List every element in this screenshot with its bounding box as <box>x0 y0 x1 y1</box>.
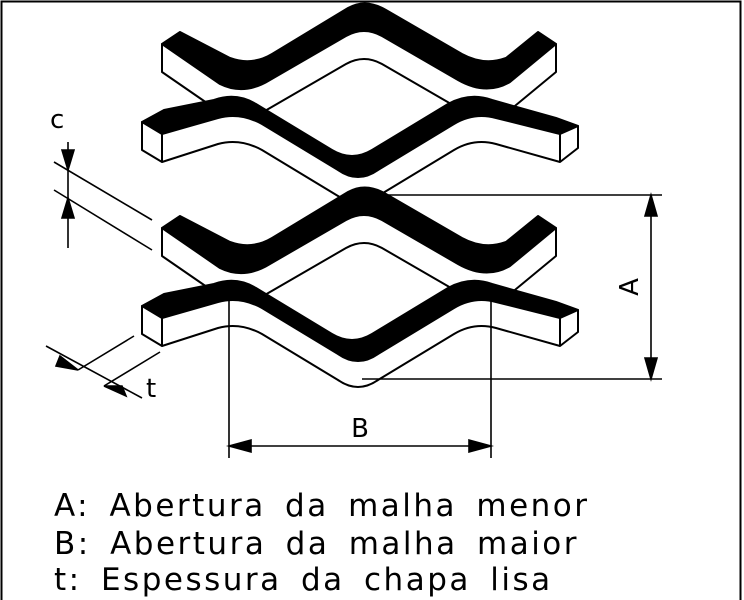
dimension-t-label: t <box>146 374 156 404</box>
legend-item-b: B: Abertura da malha maior <box>54 526 580 562</box>
legend-item-a: A: Abertura da malha menor <box>54 488 590 524</box>
dimension-b-label: B <box>351 414 369 444</box>
dimension-b <box>225 289 495 458</box>
dimension-c <box>53 142 153 251</box>
mesh-strand-bottom-front <box>141 279 579 388</box>
mesh-strand-top-front <box>141 95 579 204</box>
dimension-t <box>45 335 161 399</box>
dimension-a <box>362 192 662 382</box>
mesh-strand-top-back <box>161 2 557 119</box>
legend-item-t: t: Espessura da chapa lisa <box>54 562 553 598</box>
dimension-c-label: c <box>50 105 64 135</box>
dimension-a-label: A <box>615 278 645 296</box>
mesh-strand-bottom-back <box>161 186 557 303</box>
